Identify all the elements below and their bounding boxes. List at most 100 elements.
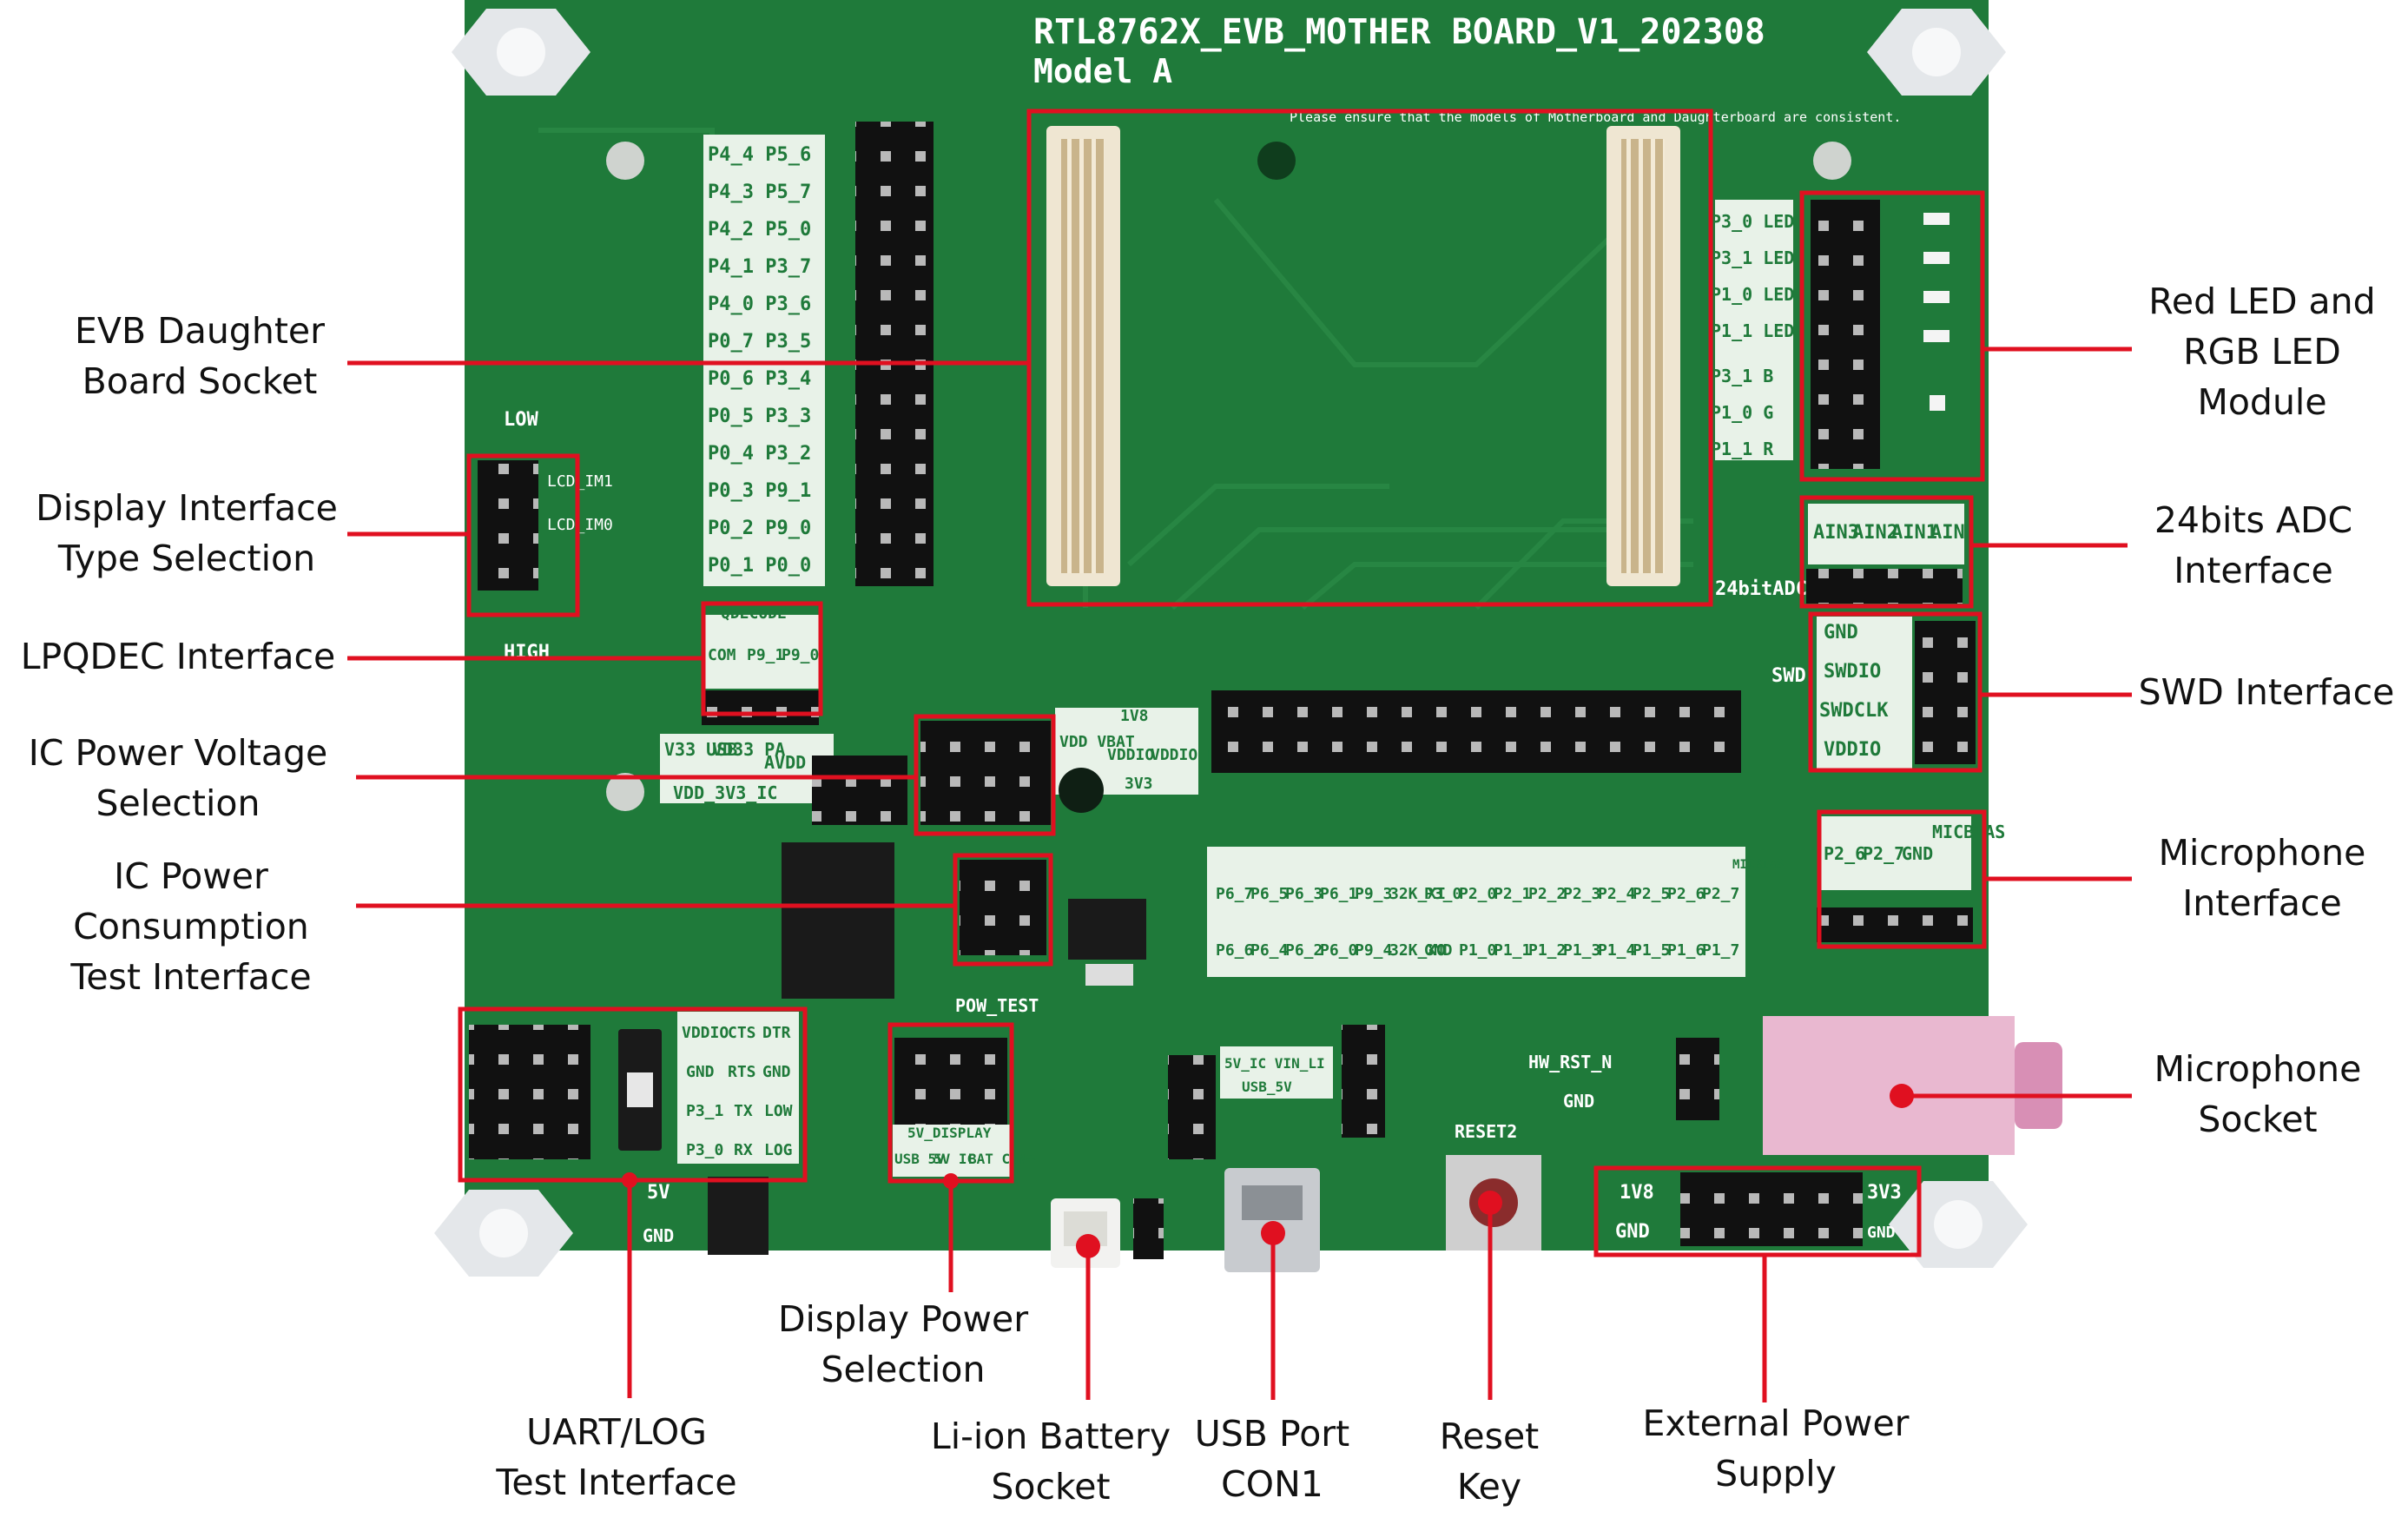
leader-dots (622, 1084, 1914, 1258)
mic-connector: P2_6 P2_7 GND MICBIAS (1817, 816, 2005, 942)
power-voltage-jumpers: V33 USB VD33 PA AVDD VDD_3V3_IC 1V8 VDD … (660, 707, 1236, 825)
misc-label: GND (643, 1225, 674, 1246)
callout-box-ic-consumption (953, 853, 1053, 967)
uart-label: TX (734, 1102, 753, 1120)
gpio-pin-label: P3_0 (1424, 885, 1461, 903)
gpio-row-label: P0_2 P9_0 (708, 518, 811, 539)
gpio-row-label: P4_0 P3_6 (708, 294, 811, 315)
gpio-pin-label: P1_6 (1667, 941, 1705, 960)
callout-box-evb-socket (1026, 109, 1713, 607)
adc-pin-label: AIN2 (1852, 522, 1898, 544)
gpio-row-label: P4_1 P3_7 (708, 256, 811, 278)
standoffs (434, 9, 2028, 1277)
callout-box-ext-power (1593, 1165, 1922, 1257)
qdec-label: P9_1 (747, 646, 784, 664)
swd-pin-label: GND (1824, 622, 1858, 643)
usb-connector (1224, 1168, 1320, 1272)
external-power-header: 1V8 3V3 GND GND (1615, 1172, 1902, 1246)
gpio-pin-label: P1_3 (1563, 941, 1600, 960)
callout-uart-log: UART/LOG Test Interface (496, 1411, 737, 1503)
power-label: 1V8 (1120, 707, 1149, 725)
gpio-pin-label: P1_2 (1528, 941, 1566, 960)
gpio-pin-label: P2_0 (1459, 885, 1496, 903)
gpio-pin-label: P1_7 (1702, 941, 1739, 960)
adc-pin-label: AIN1 (1891, 522, 1937, 544)
swd-label: SWD (1771, 665, 1806, 687)
adc-pin-label: AIN3 (1813, 522, 1859, 544)
uart-label: GND (762, 1063, 791, 1081)
uart-label: RX (734, 1141, 753, 1159)
gpio-pin-label: P6_5 (1250, 885, 1288, 903)
power-label: AVDD (764, 752, 806, 773)
led-row-label: P3_0 LED0 (1711, 211, 1804, 232)
gpio-row-label: P0_7 P3_5 (708, 331, 811, 353)
display-power-label: 5V_DISPLAY (907, 1125, 992, 1141)
gpio-pin-label: P9_4 (1355, 941, 1393, 960)
power-test-jumpers: POW_TEST (782, 842, 1146, 1016)
gpio-pin-label: P2_1 (1494, 885, 1531, 903)
led-row-label: P1_0 G (1711, 402, 1773, 423)
gpio-pin-label: P6_4 (1250, 941, 1289, 960)
misc-jumpers: 5V_IC VIN_LI USB_5V HW_RST_N GND RESET2 … (643, 1025, 1719, 1259)
gpio-pin-label: P6_1 (1320, 885, 1357, 903)
gpio-bottom-labels: P6_7 P6_5 P6_3 P6_1 P9_3 32K_XI P3_0 P2_… (1216, 858, 1784, 960)
callout-ic-power-voltage: IC Power Voltage Selection (28, 732, 328, 824)
display-type-jumper: LOW LCD_IM1 LCD_IM0 HIGH (478, 409, 613, 663)
swd-pin-label: VDDIO (1824, 739, 1881, 761)
uart-label: RTS (728, 1063, 756, 1081)
callout-usb-port: USB Port CON1 (1194, 1413, 1350, 1505)
leader-lines (347, 346, 2132, 1402)
mic-socket (1763, 1016, 2062, 1155)
qdec-connector: QDECODE COM P9_1 P9_0 (702, 604, 819, 725)
callout-ic-power-consumption: IC Power Consumption Test Interface (70, 855, 312, 998)
lcd-label: LCD_IM0 (547, 516, 613, 534)
led-row-label: P1_0 LED2 (1711, 284, 1804, 305)
power-label: VD33 PA (712, 739, 785, 760)
uart-label: P3_0 (686, 1141, 723, 1159)
ext-power-label: 1V8 (1620, 1182, 1654, 1204)
callout-display-power: Display Power Selection (777, 1298, 1029, 1390)
led-row-label: P1_1 LED3 (1711, 320, 1804, 341)
led-row-label: P3_1 B (1711, 366, 1773, 386)
callout-reset-key: Reset Key (1439, 1416, 1540, 1508)
uart-label: GND (686, 1063, 715, 1081)
power-label: VDD VBAT (1059, 733, 1135, 751)
qdec-label: QDECODE (721, 604, 787, 623)
uart-label: DTR (762, 1024, 791, 1042)
callout-swd-interface: SWD Interface (2138, 671, 2395, 713)
power-label: VDDIO (1107, 746, 1154, 764)
gpio-row-label: P0_6 P3_4 (708, 368, 811, 390)
gpio-pin-label: P1_4 (1598, 941, 1636, 960)
mic-pin-label: P2_7 (1863, 843, 1904, 864)
uart-label: P3_1 (686, 1102, 723, 1120)
gpio-row-label: P0_3 P9_1 (708, 480, 811, 502)
power-label: VDD_3V3_IC (673, 782, 777, 803)
callout-box-adc (1799, 495, 1974, 609)
callout-led-module: Red LED and RGB LED Module (2148, 280, 2376, 423)
gpio-row-label: P0_5 P3_3 (708, 406, 811, 427)
misc-label: 5V (647, 1182, 670, 1204)
gpio-row-label: P4_3 P5_7 (708, 181, 811, 203)
display-power-jumpers: 5V_DISPLAY USB 5V 5V IC BAT CON+ (893, 1038, 1035, 1177)
gpio-pin-label: P6_6 (1216, 941, 1253, 960)
gpio-pin-label: P6_0 (1320, 941, 1357, 960)
callout-evb-socket: EVB Daughter Board Socket (75, 310, 325, 402)
adc-label: 24bitADC (1715, 578, 1807, 600)
led-module: P3_0 LED0 P3_1 LED1 P1_0 LED2 P1_1 LED3 … (1711, 200, 1949, 469)
callout-lpqdec: LPQDEC Interface (20, 636, 336, 677)
adc-pin-label: AIN0 (1930, 522, 1976, 544)
gpio-pin-label: P1_0 (1459, 941, 1496, 960)
misc-label: RESET2 (1455, 1121, 1517, 1142)
callout-mic-socket: Microphone Socket (2154, 1048, 2362, 1140)
gpio-pin-label: P2_6 (1667, 885, 1705, 903)
gpio-pin-label: MICBIAS (1732, 858, 1784, 872)
gpio-pin-label: P6_7 (1216, 885, 1253, 903)
gpio-pin-label: P6_3 (1285, 885, 1323, 903)
uart-label: LOG (764, 1141, 793, 1159)
gpio-pin-label: P2_5 (1633, 885, 1670, 903)
misc-label: 5V_IC VIN_LI (1224, 1055, 1325, 1072)
swd-connector: GND SWDIO SWDCLK VDDIO SWD (1771, 617, 1976, 769)
lcd-label: LCD_IM1 (547, 472, 613, 491)
uart-connector: VDDIO CTS DTR GND RTS GND P3_1 TX LOW P3… (469, 1012, 799, 1255)
gpio-pin-label: 32K_XO (1389, 941, 1446, 960)
